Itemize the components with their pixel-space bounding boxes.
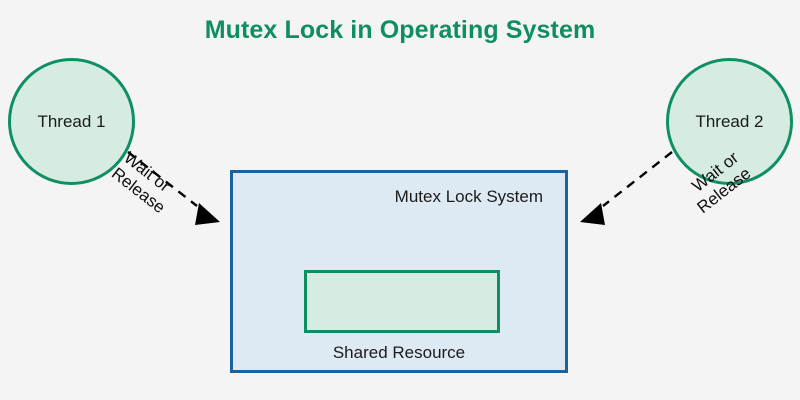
thread-2-label: Thread 2	[695, 111, 764, 131]
thread-1-label: Thread 1	[37, 111, 106, 131]
arrow-right-icon	[580, 151, 673, 225]
thread-1-node[interactable]: Thread 1	[8, 58, 135, 185]
shared-resource-rect[interactable]	[304, 270, 500, 333]
page-title: Mutex Lock in Operating System	[204, 16, 596, 44]
shared-resource-label: Shared Resource	[332, 343, 466, 362]
mutex-lock-system-title: Mutex Lock System	[394, 187, 543, 206]
thread-2-node[interactable]: Thread 2	[666, 58, 793, 185]
mutex-lock-system-box[interactable]: Mutex Lock System Shared Resource	[230, 170, 568, 373]
